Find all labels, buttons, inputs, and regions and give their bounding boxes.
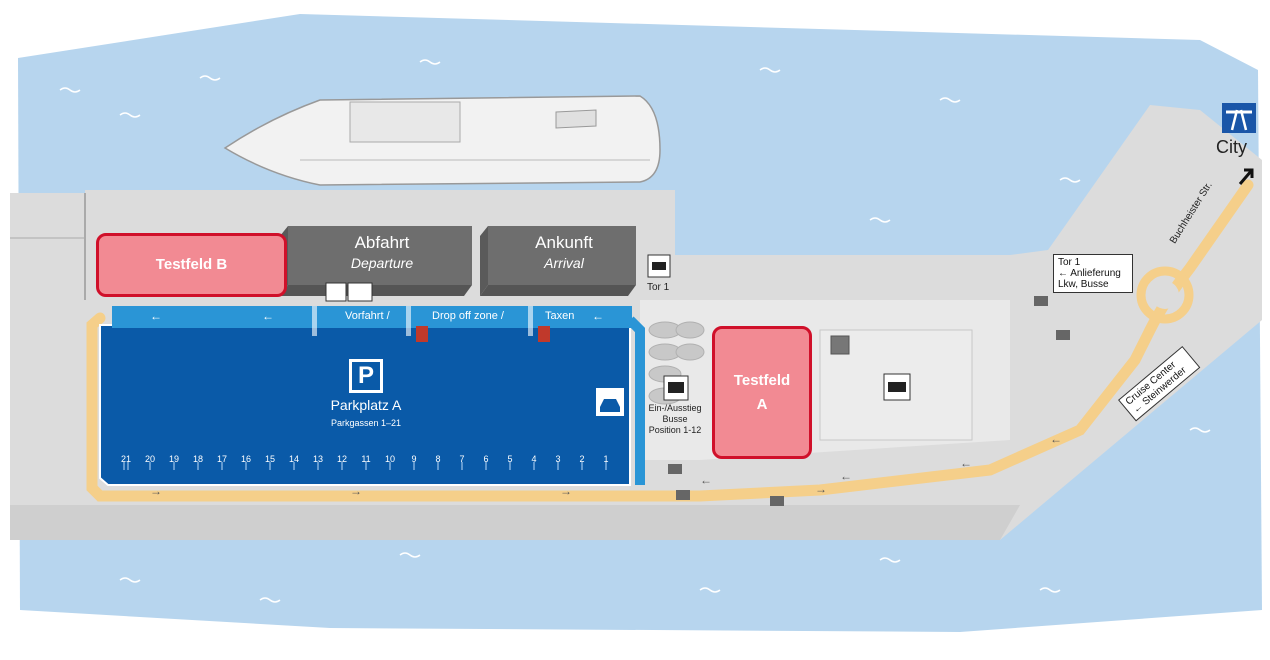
city-label: City xyxy=(1216,137,1247,157)
bus-icon xyxy=(668,382,684,393)
motorway-icon xyxy=(1222,103,1256,133)
lane-number: 13 xyxy=(312,454,323,464)
lane-number: 1 xyxy=(603,454,609,464)
lane-number: 18 xyxy=(192,454,203,464)
arrival-subtitle: Arrival xyxy=(544,255,584,271)
lane-number: 15 xyxy=(264,454,275,464)
svg-text:←: ← xyxy=(700,473,712,487)
bus-label-line3: Position 1-12 xyxy=(648,425,702,435)
bus-label-line2: Busse xyxy=(662,414,688,424)
lane-number: 11 xyxy=(361,454,371,464)
dropoff-arrow-1: ← xyxy=(150,309,162,323)
lane-number: 2 xyxy=(579,454,585,464)
dropoff-strip xyxy=(112,306,632,328)
departure-title: Abfahrt xyxy=(354,233,410,252)
departure-subtitle: Departure xyxy=(350,255,414,271)
tor1-sign: Tor 1 ← Anlieferung Lkw, Busse xyxy=(1053,254,1133,293)
lane-number: 14 xyxy=(288,454,299,464)
lane-number: 9 xyxy=(411,454,417,464)
truck-icon-small xyxy=(652,262,666,270)
parking-symbol: P xyxy=(357,362,374,389)
arrival-building xyxy=(480,226,636,296)
lane-number: 17 xyxy=(216,454,227,464)
truck-icon xyxy=(888,382,906,392)
info-icon xyxy=(347,282,373,302)
roundabout xyxy=(1136,266,1194,324)
lane-number: 21 xyxy=(120,454,131,464)
road-arrows: → → → ← ← ← → ← xyxy=(150,432,1062,498)
ship-icon xyxy=(223,95,661,186)
lane-number: 3 xyxy=(555,454,561,464)
testfeld-a-label-line1: Testfeld xyxy=(733,371,791,389)
tor1-sign-line3: Lkw, Busse xyxy=(1058,279,1109,290)
testfeld-b-label: Testfeld B xyxy=(155,256,228,273)
tor1-small-label: Tor 1 xyxy=(647,282,670,293)
svg-text:→: → xyxy=(150,484,162,498)
dropoff-label-1: Vorfahrt / xyxy=(345,310,390,322)
lane-number: 7 xyxy=(459,454,465,464)
svg-text:→: → xyxy=(560,484,572,498)
lane-number: 8 xyxy=(435,454,441,464)
dropoff-arrow-2: ← xyxy=(262,309,274,323)
parking-lanes-label: Parkgassen 1–21 xyxy=(330,418,402,428)
tor1-sign-line2: ← Anlieferung xyxy=(1058,268,1121,279)
testfeld-a: Testfeld A xyxy=(712,326,812,459)
bus-label: Ein-/Ausstieg Busse Position 1-12 xyxy=(640,403,710,436)
testfeld-a-label-line2: A xyxy=(756,395,768,413)
lane-number: 6 xyxy=(483,454,489,464)
testfeld-b: Testfeld B xyxy=(96,233,287,297)
svg-text:←: ← xyxy=(840,469,852,483)
dropoff-label-2: Drop off zone / xyxy=(432,310,504,322)
lane-number: 16 xyxy=(240,454,251,464)
lane-number: 20 xyxy=(144,454,155,464)
svg-text:→: → xyxy=(815,482,827,496)
bus-label-line1: Ein-/Ausstieg xyxy=(648,403,702,413)
svg-text:→: → xyxy=(350,484,362,498)
lane-number: 19 xyxy=(168,454,179,464)
tor1-sign-line1: Tor 1 xyxy=(1058,257,1081,268)
land-lower xyxy=(10,505,1020,540)
arrival-title: Ankunft xyxy=(535,233,593,252)
dropoff-label-3: Taxen xyxy=(545,310,575,322)
dropoff-arrow-3: ← xyxy=(592,309,604,323)
block xyxy=(830,335,850,355)
lane-number: 12 xyxy=(336,454,347,464)
lane-number: 10 xyxy=(384,454,395,464)
svg-text:←: ← xyxy=(960,456,972,470)
taxi-icon xyxy=(600,399,620,412)
wave-marks xyxy=(59,59,1211,603)
lane-number: 4 xyxy=(531,454,537,464)
lane-number: 5 xyxy=(507,454,513,464)
barrier-icon xyxy=(416,296,1070,506)
parking-name: Parkplatz A xyxy=(330,397,402,413)
lane-markers xyxy=(123,462,607,470)
arrow-icon xyxy=(1238,168,1254,185)
svg-text:←: ← xyxy=(1050,432,1062,446)
